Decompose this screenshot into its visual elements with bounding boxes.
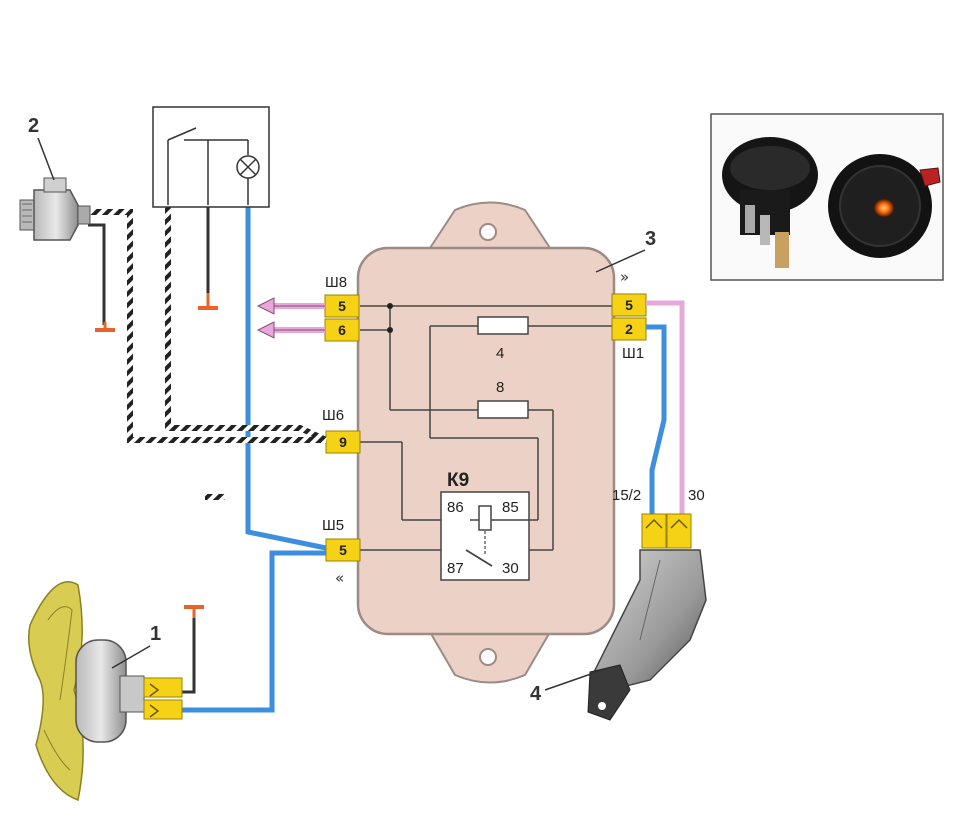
- relay-coil: [478, 505, 492, 531]
- ignition-switch: 15/2 30 4: [530, 487, 707, 721]
- relay-name: К9: [447, 470, 469, 491]
- wire-striped: [165, 205, 328, 443]
- connector-sh6: Ш6 9: [322, 407, 361, 454]
- control-unit-top-hole: [479, 223, 497, 241]
- callout-fan-motor: 1: [150, 623, 161, 645]
- callout-ignition-switch-leader: [544, 667, 609, 691]
- control-unit-bottom-hole: [479, 648, 497, 666]
- connector-sh8-pin-5: 5: [338, 298, 346, 314]
- harness-arrow-top: »: [620, 268, 629, 286]
- ground-icon: [95, 322, 115, 332]
- wire-pink: [646, 300, 685, 515]
- callout-fan-motor-leader: [111, 645, 151, 669]
- ground-icon: [184, 605, 204, 618]
- lamp-icon: [236, 155, 260, 179]
- connector-sh1: 5 2 Ш1: [611, 293, 647, 362]
- wire-blue: [245, 205, 327, 551]
- temperature-sensor: 2: [19, 115, 91, 241]
- connector-sh8-label: Ш8: [325, 274, 347, 291]
- callout-temp-sensor: 2: [28, 115, 39, 137]
- wire-blue: [182, 550, 326, 713]
- relay-contact: [465, 549, 493, 567]
- connector-sh8-pin-6: 6: [338, 322, 346, 338]
- connector-sh6-label: Ш6: [322, 407, 344, 424]
- control-unit: 3 » «: [335, 201, 656, 684]
- fan-blade: [28, 581, 84, 801]
- fuse-4-label: 4: [496, 345, 504, 362]
- wire-striped: [90, 209, 326, 443]
- arrow-head-icon: [256, 321, 275, 339]
- ignition-switch-body: [594, 549, 707, 691]
- callout-temp-sensor-leader: [37, 137, 55, 181]
- wire-blue: [646, 324, 667, 515]
- connector-sh6-pin-9: 9: [339, 434, 347, 450]
- connector-sh1-pin-5: 5: [625, 297, 633, 313]
- ignition-terminal-30: 30: [688, 487, 705, 504]
- harness-arrow-bottom: «: [335, 569, 344, 587]
- relay-pin-86: 86: [447, 499, 464, 516]
- arrow-head-icon: [256, 297, 275, 315]
- wire-black: [88, 223, 106, 325]
- connector-sh1-label: Ш1: [622, 345, 644, 362]
- fuse-8-label: 8: [496, 379, 504, 396]
- led-indicator-icon: [874, 199, 894, 217]
- wire-fragment: [205, 494, 225, 500]
- junction-dot: [387, 303, 393, 309]
- callout-control-unit: 3: [645, 228, 656, 250]
- fan-connector: [143, 677, 183, 698]
- fuse-4: 4: [477, 316, 529, 362]
- connector-sh5-pin-5: 5: [339, 542, 347, 558]
- relay-pin-87: 87: [447, 560, 464, 577]
- relay-k9: К9 86 85 87 30: [440, 470, 538, 581]
- output-arrows: [256, 297, 325, 339]
- fuse-8: 8: [477, 379, 529, 419]
- callout-ignition-switch: 4: [530, 683, 542, 705]
- fan-motor-body: [75, 639, 127, 743]
- rocker-switch-photo: [710, 113, 944, 281]
- connector-sh5: Ш5 5: [322, 517, 361, 562]
- ground-icon: [198, 293, 218, 310]
- connector-sh5-label: Ш5: [322, 517, 344, 534]
- connector-sh1-pin-2: 2: [625, 321, 633, 337]
- wire-black: [182, 612, 196, 694]
- relay-pin-30: 30: [502, 560, 519, 577]
- warning-lamp-panel: [152, 106, 270, 208]
- internal-wiring: [360, 305, 612, 551]
- fan-motor: 1: [28, 581, 183, 801]
- fan-connector: [143, 699, 183, 720]
- connector-sh8: Ш8 5 6: [324, 274, 360, 342]
- callout-control-unit-leader: [595, 249, 646, 273]
- junction-dot: [387, 327, 393, 333]
- relay-pin-85: 85: [502, 499, 519, 516]
- ignition-terminal-15-2: 15/2: [612, 487, 641, 504]
